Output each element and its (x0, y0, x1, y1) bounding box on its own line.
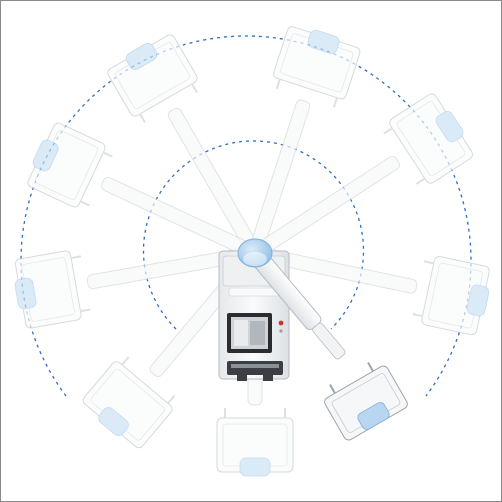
ghost-detector-head (383, 93, 474, 185)
ghost-detector-head (273, 26, 361, 108)
ghost-detector-head (216, 408, 294, 477)
active-robot-arm (237, 238, 346, 360)
ghost-detector-head (14, 250, 91, 329)
ghost-arm-positions (14, 26, 490, 477)
ghost-detector-head (107, 34, 198, 124)
ghost-detector-head (27, 122, 113, 208)
ghost-arm (107, 34, 260, 256)
inner-reach-arc (142, 140, 365, 330)
ghost-arm (14, 246, 256, 329)
active-detector-head (324, 362, 408, 441)
status-indicator (278, 320, 284, 326)
ghost-arm (253, 246, 490, 336)
ghost-arm (27, 122, 257, 259)
outer-reach-arc (20, 35, 472, 397)
ghost-detector-head (412, 255, 490, 336)
ghost-detector-head (82, 356, 176, 449)
ghost-arm (249, 26, 361, 255)
ghost-arm (252, 93, 474, 258)
